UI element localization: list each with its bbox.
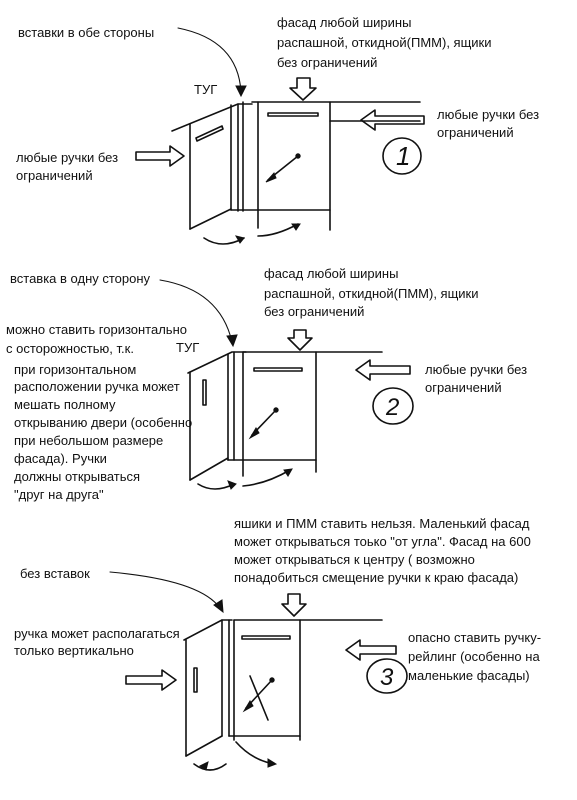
number-badge-1: 1 [382, 137, 422, 175]
facade-label-2: фасад любой ширины распашной, откидной(П… [264, 266, 479, 319]
svg-text:без ограничений: без ограничений [277, 55, 377, 70]
svg-text:может открываться к центру (: может открываться к центру ( возможно [234, 552, 475, 567]
diagram-1: вставки в обе стороны фасад любой ширины… [16, 15, 539, 245]
svg-text:любые ручки без: любые ручки без [425, 362, 527, 377]
svg-text:может открываться тоько "от уг: может открываться тоько "от угла". Фасад… [234, 534, 531, 549]
svg-text:открыванию двери (особенно: открыванию двери (особенно [14, 415, 192, 430]
right-note-3: опасно ставить ручку- рейлинг (особенно … [408, 630, 541, 683]
svg-text:мешать полному: мешать полному [14, 397, 116, 412]
left-note-top-2: можно ставить горизонтально с осторожнос… [6, 322, 187, 356]
top-note-3: яшики и ПММ ставить нельзя. Маленький фа… [234, 516, 531, 585]
svg-text:рейлинг (особенно на: рейлинг (особенно на [408, 649, 540, 664]
svg-text:можно ставить горизонтально: можно ставить горизонтально [6, 322, 187, 337]
handles-left-label-1: любые ручки без ограничений [16, 150, 118, 183]
svg-text:ограничений: ограничений [425, 380, 502, 395]
svg-text:фасада). Ручки: фасада). Ручки [14, 451, 107, 466]
left-note-3: ручка может располагаться только вертика… [14, 626, 180, 658]
cabinet-drawing-2 [187, 351, 383, 490]
handles-right-label-2: любые ручки без ограничений [425, 362, 527, 395]
svg-text:любые ручки без: любые ручки без [437, 107, 539, 122]
arrows-2 [159, 279, 411, 381]
svg-text:должны открываться: должны открываться [14, 469, 140, 484]
insert-label-2: вставка в одну сторону [10, 271, 151, 286]
svg-text:любые ручки без: любые ручки без [16, 150, 118, 165]
svg-text:ограничений: ограничений [16, 168, 93, 183]
svg-text:фасад любой ширины: фасад любой ширины [264, 266, 398, 281]
insert-label-1: вставки в обе стороны [18, 25, 154, 40]
svg-text:распашной, откидной(ПММ), ящик: распашной, откидной(ПММ), ящики [264, 286, 479, 301]
diagram-2: вставка в одну сторону фасад любой ширин… [6, 266, 527, 502]
svg-text:маленькие фасады): маленькие фасады) [408, 668, 530, 683]
svg-text:"друг на друга": "друг на друга" [14, 487, 104, 502]
arrows-1 [135, 27, 425, 167]
svg-text:при горизонтальном: при горизонтальном [14, 362, 136, 377]
svg-text:без ограничений: без ограничений [264, 304, 364, 319]
tug-label-2: ТУГ [176, 340, 199, 355]
svg-text:расположении ручка может: расположении ручка может [14, 379, 180, 394]
facade-label-1: фасад любой ширины распашной, откидной(П… [277, 15, 492, 70]
svg-text:ограничений: ограничений [437, 125, 514, 140]
svg-text:фасад любой ширины: фасад любой ширины [277, 15, 411, 30]
cabinet-drawing-3 [183, 619, 383, 771]
svg-text:при небольшом размере: при небольшом размере [14, 433, 163, 448]
cabinet-drawing-1 [171, 101, 421, 245]
svg-text:3: 3 [380, 664, 394, 691]
svg-text:2: 2 [385, 394, 399, 421]
svg-text:1: 1 [396, 141, 410, 171]
svg-text:только вертикально: только вертикально [14, 643, 134, 658]
diagram-3: яшики и ПММ ставить нельзя. Маленький фа… [14, 516, 541, 771]
svg-text:яшики и ПММ ставить нельзя. Ма: яшики и ПММ ставить нельзя. Маленький фа… [234, 516, 530, 531]
arrows-3 [109, 571, 397, 691]
svg-text:ручка может располагаться: ручка может располагаться [14, 626, 180, 641]
tug-label-1: ТУГ [194, 82, 217, 97]
svg-text:распашной, откидной(ПММ), ящик: распашной, откидной(ПММ), ящики [277, 35, 492, 50]
handles-right-label-1: любые ручки без ограничений [437, 107, 539, 140]
number-badge-3: 3 [366, 658, 408, 694]
svg-text:опасно ставить ручку-: опасно ставить ручку- [408, 630, 541, 645]
svg-text:с осторожностью, т.к.: с осторожностью, т.к. [6, 341, 134, 356]
left-note-2: при горизонтальном расположении ручка мо… [14, 362, 192, 502]
insert-label-3: без вставок [20, 566, 90, 581]
svg-text:понадобиться смещение ручки к: понадобиться смещение ручки к краю фасад… [234, 570, 518, 585]
number-badge-2: 2 [372, 387, 414, 425]
